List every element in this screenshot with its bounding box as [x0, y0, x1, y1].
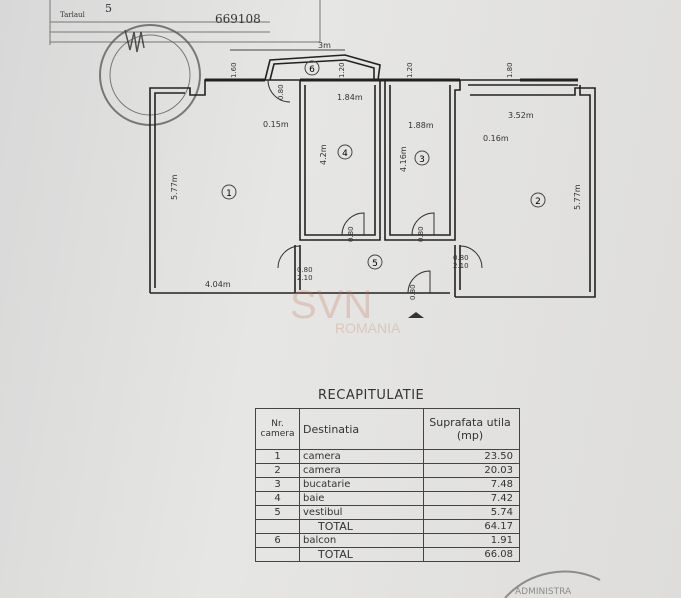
- tarlaua-label: Tarlaul: [60, 11, 86, 19]
- cell-area: 7.42: [423, 491, 520, 506]
- entrance-arrow-icon: [408, 312, 424, 318]
- wall-left-label: 0.15m: [263, 120, 289, 129]
- door-room1-label: 0.80: [297, 266, 313, 274]
- kitchen-width-label: 1.88m: [408, 121, 434, 130]
- door-bath-label: 0.80: [347, 226, 355, 242]
- recap-title: RECAPITULATIE: [318, 388, 425, 403]
- grand-total-area: 66.08: [423, 547, 520, 562]
- window-bath-label: 1.20: [338, 62, 346, 78]
- header-form: [49, 0, 321, 45]
- total-label: TOTAL: [299, 519, 424, 534]
- svg-text:ROMANIA: ROMANIA: [335, 320, 401, 336]
- door-room2-label: 0.80: [453, 254, 469, 262]
- cell-area: 23.50: [423, 449, 520, 464]
- room1-height-label: 5.77m: [170, 174, 179, 200]
- room-6-number: 6: [309, 65, 315, 75]
- cell-nr: 3: [255, 477, 300, 492]
- door-kitchen-label: 0.80: [417, 226, 425, 242]
- balcony-width-label: 3m: [318, 41, 331, 50]
- header-destinatia: Destinatia: [299, 408, 424, 450]
- door-room1-height: 2.10: [297, 274, 313, 282]
- room2-height-label: 5.77m: [573, 184, 582, 210]
- cell-nr: 6: [255, 533, 300, 548]
- cell-nr: 2: [255, 463, 300, 478]
- recap-table: Nr. camera Destinatia Suprafata utila (m…: [255, 408, 520, 562]
- cell-area: 1.91: [423, 533, 520, 548]
- window-left-label: 1.60: [230, 62, 238, 78]
- room-5-number: 5: [372, 259, 378, 269]
- cell-area: 20.03: [423, 463, 520, 478]
- cell-nr: 1: [255, 449, 300, 464]
- door-room2-height: 2.10: [453, 262, 469, 270]
- room-markers: [221, 60, 546, 270]
- watermark-logo: SVN ROMANIA: [290, 283, 401, 336]
- svg-text:ADMINISTRA: ADMINISTRA: [515, 587, 572, 597]
- cell-dest: bucatarie: [299, 477, 424, 492]
- window-room2-label: 1.80: [506, 62, 514, 78]
- cell-area: 7.48: [423, 477, 520, 492]
- door-balcony-label: 0.80: [277, 84, 285, 100]
- cell-nr: 4: [255, 491, 300, 506]
- cell-dest: camera: [299, 463, 424, 478]
- bath-height-label: 4.2m: [319, 144, 328, 165]
- header-suprafata: Suprafata utila (mp): [423, 408, 520, 450]
- room-1-number: 1: [226, 189, 232, 199]
- window-kitchen-label: 1.20: [406, 62, 414, 78]
- tarlaua-value: 5: [105, 2, 112, 15]
- room-3-number: 3: [419, 155, 425, 165]
- cell-dest: vestibul: [299, 505, 424, 520]
- room-4-number: 4: [342, 149, 348, 159]
- total-area: 64.17: [423, 519, 520, 534]
- cell-dest: baie: [299, 491, 424, 506]
- bottom-stamp: ADMINISTRA: [504, 570, 601, 598]
- door-entry-label: 0.80: [409, 284, 417, 300]
- room2-width-label: 3.52m: [508, 111, 534, 120]
- room1-width-label: 4.04m: [205, 280, 231, 289]
- document-number: 669108: [215, 12, 261, 26]
- svg-text:SVN: SVN: [290, 283, 372, 327]
- kitchen-height-label: 4.16m: [399, 146, 408, 172]
- table-header: Nr. camera Destinatia Suprafata utila (m…: [255, 408, 520, 450]
- grand-total-label: TOTAL: [299, 547, 424, 562]
- room-2-number: 2: [535, 197, 541, 207]
- walls: [149, 54, 596, 298]
- wall-right-label: 0.16m: [483, 134, 509, 143]
- bath-width-label: 1.84m: [337, 93, 363, 102]
- cell-dest: camera: [299, 449, 424, 464]
- header-nr: Nr. camera: [255, 408, 300, 450]
- cell-area: 5.74: [423, 505, 520, 520]
- cell-dest: balcon: [299, 533, 424, 548]
- door-arcs: [267, 79, 483, 294]
- cell-nr: 5: [255, 505, 300, 520]
